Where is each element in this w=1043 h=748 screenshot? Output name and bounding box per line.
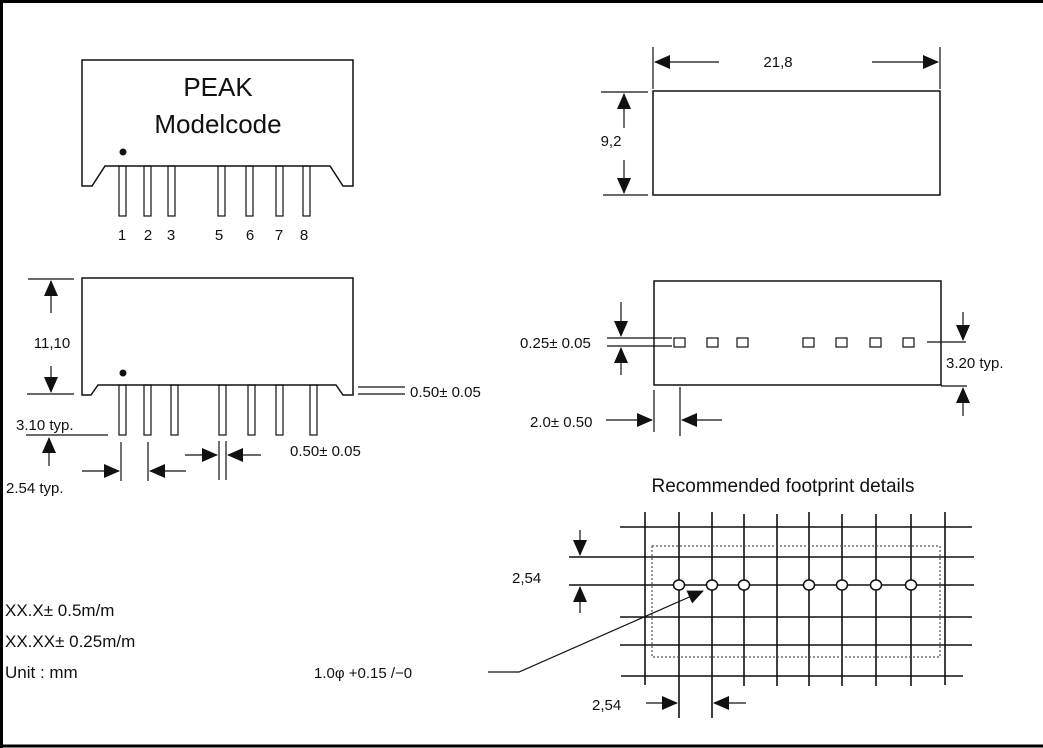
pin-number: 6 bbox=[246, 227, 254, 244]
tolerance-2: XX.XX± 0.25m/m bbox=[5, 632, 135, 651]
tolerance-1: XX.X± 0.5m/m bbox=[5, 601, 114, 620]
width-dimension: 21,8 bbox=[763, 54, 792, 71]
footprint-holes bbox=[672, 579, 918, 591]
pin-number: 2 bbox=[144, 227, 152, 244]
unit-label: Unit : mm bbox=[5, 663, 78, 682]
brand-label: PEAK bbox=[183, 72, 253, 102]
pitch-dimension: 2.54 typ. bbox=[6, 480, 64, 497]
outline-dotted bbox=[651, 545, 941, 658]
front-view: PEAK Modelcode 1 2 3 5 6 7 8 bbox=[81, 59, 354, 244]
side-pins bbox=[118, 384, 318, 436]
pin-number: 1 bbox=[118, 227, 126, 244]
pin-length-dimension: 3.10 typ. bbox=[16, 417, 74, 434]
pin-number: 7 bbox=[275, 227, 283, 244]
bottom-view: 0.25± 0.05 3.20 typ. 2.0± 0.50 bbox=[520, 280, 1004, 436]
footprint-title: Recommended footprint details bbox=[652, 476, 915, 497]
front-pins bbox=[118, 165, 311, 217]
pin1-marker bbox=[119, 148, 127, 156]
footprint-grid bbox=[569, 512, 974, 718]
pin1-marker bbox=[119, 369, 127, 377]
pin-squares bbox=[673, 337, 915, 348]
hole-size-label: 1.0φ +0.15 /−0 bbox=[314, 665, 412, 682]
notes: XX.X± 0.5m/m XX.XX± 0.25m/m Unit : mm bbox=[5, 601, 135, 682]
pin-offset-dimension: 3.20 typ. bbox=[946, 355, 1004, 372]
modelcode-label: Modelcode bbox=[154, 109, 281, 139]
pin-thickness-dimension: 0.25± 0.05 bbox=[520, 335, 591, 352]
body-height-dimension: 11,10 bbox=[34, 335, 70, 352]
side-view: 11,10 0.50± 0.05 3.10 typ. 2.54 typ. 0.5… bbox=[6, 277, 481, 497]
edge-offset-dimension: 2.0± 0.50 bbox=[530, 414, 592, 431]
vertical-pitch-dimension: 2,54 bbox=[512, 570, 541, 587]
pin-number: 5 bbox=[215, 227, 223, 244]
top-view: 21,8 9,2 bbox=[601, 47, 941, 196]
pin-number: 3 bbox=[167, 227, 175, 244]
horizontal-pitch-dimension: 2,54 bbox=[592, 697, 621, 714]
standoff-dimension: 0.50± 0.05 bbox=[410, 384, 481, 401]
height-dimension: 9,2 bbox=[601, 133, 622, 150]
pin-number: 8 bbox=[300, 227, 308, 244]
footprint: Recommended footprint details bbox=[314, 476, 974, 718]
pin-width-dimension: 0.50± 0.05 bbox=[290, 443, 361, 460]
